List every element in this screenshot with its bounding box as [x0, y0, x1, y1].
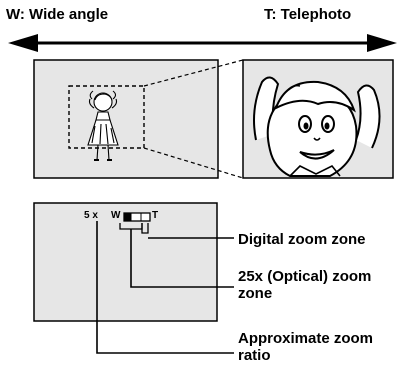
- zoom-ratio-label: Approximate zoom ratio: [238, 330, 373, 364]
- optical-zoom-zone-line2: zone: [238, 285, 273, 302]
- wide-mark: W: [111, 210, 121, 221]
- callout-lines: [96, 221, 234, 354]
- large-girl-figure: [253, 76, 381, 177]
- zoom-ratio-value: 5 x: [84, 210, 98, 221]
- optical-zoom-zone-line1: 25x (Optical) zoom: [238, 268, 372, 285]
- zoom-range-arrow: [8, 34, 397, 52]
- small-girl-figure: [87, 90, 119, 161]
- wide-angle-label: W: Wide angle: [6, 6, 109, 23]
- viewfinder-frame: [33, 202, 218, 322]
- optical-zone-leader: [130, 229, 234, 288]
- tele-mark: T: [152, 210, 159, 221]
- telephoto-label: T: Telephoto: [264, 6, 352, 23]
- telephoto-frame: [242, 59, 394, 179]
- zoom-ratio-line2: ratio: [238, 347, 271, 364]
- zoom-region-box: [68, 85, 145, 149]
- projection-lines: [143, 59, 244, 179]
- digital-zoom-zone-label: Digital zoom zone: [238, 231, 366, 248]
- zoom-indicator-bar: [123, 212, 151, 222]
- wide-angle-frame: [33, 59, 219, 179]
- zoom-ratio-line1: Approximate zoom: [238, 330, 374, 347]
- optical-zoom-zone-label: 25x (Optical) zoom zone: [238, 268, 371, 302]
- zoom-ratio-leader: [96, 221, 234, 354]
